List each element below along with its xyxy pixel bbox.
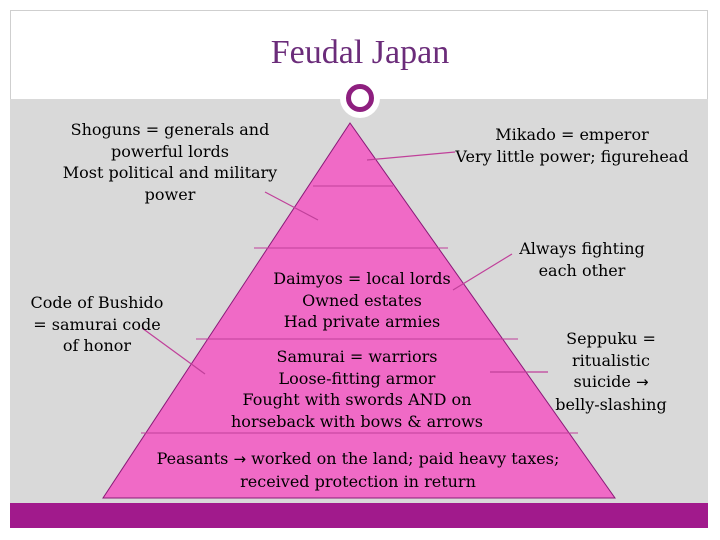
mikado-label: Mikado = emperor Very little power; figu… <box>450 124 694 167</box>
seppuku-line-1: Seppuku = <box>566 329 656 348</box>
shoguns-line-1: Shoguns = generals and <box>70 120 270 139</box>
slide-title: Feudal Japan <box>270 34 450 71</box>
seppuku-label: Seppuku = ritualistic suicide → belly-sl… <box>548 328 674 415</box>
bushido-line-3: of honor <box>62 336 132 355</box>
daimyos-line-3: Had private armies <box>283 312 441 331</box>
seppuku-line-4: belly-slashing <box>555 394 667 414</box>
fighting-line-1: Always fighting <box>519 239 645 258</box>
samurai-line-1: Samurai = warriors <box>276 347 438 366</box>
fighting-line-2: each other <box>538 260 626 280</box>
daimyos-line-1: Daimyos = local lords <box>273 269 451 288</box>
seppuku-line-2: ritualistic <box>572 350 650 370</box>
bushido-line-2: = samurai code <box>33 314 161 334</box>
shoguns-line-4: power <box>144 184 196 204</box>
footer-bar <box>10 503 708 528</box>
ring-inner <box>346 84 374 112</box>
connector-fighting <box>452 253 513 291</box>
peasants-line-1-head: Peasants <box>156 449 229 468</box>
shoguns-label: Shoguns = generals and powerful lords Mo… <box>52 119 288 205</box>
right-arrow-icon: → <box>233 450 247 468</box>
seppuku-line-3-text: suicide <box>573 372 631 391</box>
mikado-line-1: Mikado = emperor <box>495 125 649 144</box>
bushido-label: Code of Bushido = samurai code of honor <box>25 292 169 357</box>
peasants-line-2: received protection in return <box>240 471 476 491</box>
seppuku-line-3: suicide → <box>548 371 674 394</box>
shoguns-line-3: Most political and military <box>62 163 278 182</box>
title-ring-ornament <box>340 78 380 118</box>
connector-shoguns <box>264 191 319 221</box>
pyramid-triangle <box>102 122 616 499</box>
daimyos-label: Daimyos = local lords Owned estates Had … <box>250 268 474 333</box>
samurai-line-3: Fought with swords AND on <box>242 390 472 409</box>
connector-bushido <box>141 327 206 375</box>
shoguns-line-2: powerful lords <box>111 141 229 161</box>
fighting-label: Always fighting each other <box>508 238 656 281</box>
samurai-line-4: horseback with bows & arrows <box>231 411 483 431</box>
samurai-line-2: Loose-fitting armor <box>278 368 436 388</box>
peasants-label: Peasants → worked on the land; paid heav… <box>140 448 576 492</box>
bushido-line-1: Code of Bushido <box>30 293 164 312</box>
samurai-label: Samurai = warriors Loose-fitting armor F… <box>225 346 489 432</box>
mikado-line-2: Very little power; figurehead <box>455 146 689 166</box>
peasants-line-1-tail: worked on the land; paid heavy taxes; <box>246 449 560 468</box>
right-arrow-icon: → <box>635 373 649 391</box>
daimyos-line-2: Owned estates <box>302 290 422 310</box>
peasants-line-1: Peasants → worked on the land; paid heav… <box>140 448 576 471</box>
connector-mikado <box>366 151 456 161</box>
